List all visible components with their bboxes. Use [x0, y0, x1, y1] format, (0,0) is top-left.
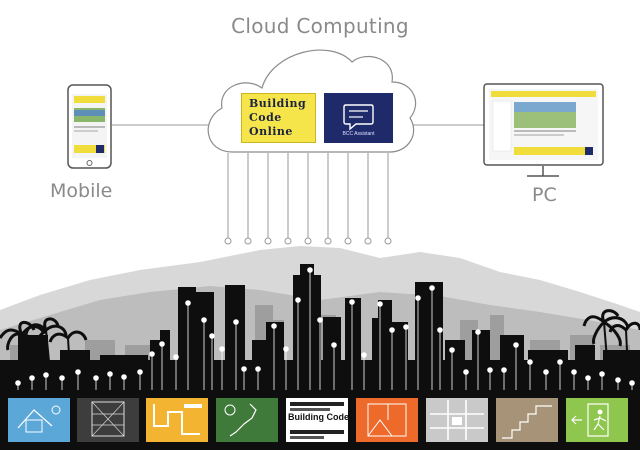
logo-line-2: Code — [249, 111, 282, 124]
data-pin-lines — [17, 272, 633, 392]
tile-city-map — [426, 398, 488, 442]
diagram-title: Cloud Computing — [231, 14, 409, 38]
mobile-label: Mobile — [50, 180, 113, 202]
logo-line-1: Building — [249, 97, 307, 110]
cloud-connector-lines — [224, 153, 392, 245]
tile-building-code-text — [286, 398, 348, 442]
tile-piping — [146, 398, 208, 442]
bcc-assistant-box: BCC Assistant — [324, 93, 393, 143]
tile-row — [8, 398, 628, 442]
pc-monitor-icon — [483, 83, 604, 177]
tile-japan-map — [216, 398, 278, 442]
pc-label: PC — [532, 184, 557, 206]
tile-building-code-caption: Building Code — [288, 412, 349, 422]
tile-structure — [77, 398, 139, 442]
tile-exit — [566, 398, 628, 442]
chat-bubble-icon — [343, 104, 374, 131]
mobile-phone-icon — [67, 84, 112, 169]
tile-stairs — [496, 398, 558, 442]
tile-orange-plan — [356, 398, 418, 442]
palm-trees-right — [582, 309, 640, 373]
bcc-assistant-label: BCC Assistant — [342, 131, 375, 137]
tile-house — [8, 398, 70, 442]
logo-line-3: Online — [249, 125, 293, 138]
building-code-online-logo: Building Code Online — [241, 93, 316, 143]
palm-trees-left — [0, 317, 88, 373]
